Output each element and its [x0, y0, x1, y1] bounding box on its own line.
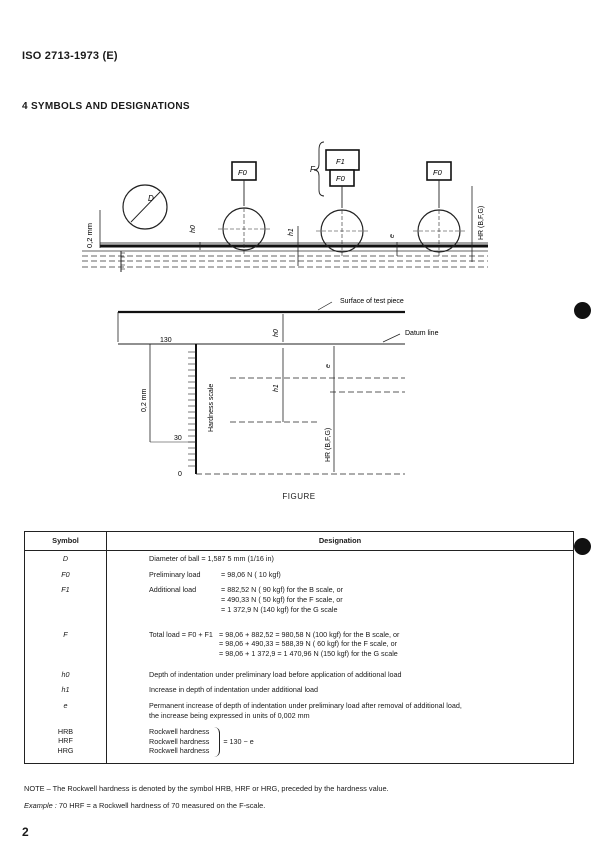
designation-cell: Diameter of ball = 1,587 5 mm (1/16 in) — [106, 550, 574, 567]
symbol-cell: D — [24, 550, 107, 567]
h1-scale-label: h1 — [273, 384, 280, 392]
value-30: 30 — [174, 435, 182, 442]
force1-label: F1 — [336, 157, 345, 166]
row-text-line: Rockwell hardness — [149, 727, 210, 737]
table-note: NOTE – The Rockwell hardness is denoted … — [24, 784, 389, 793]
row-value: = 98,06 N ( 10 kgf) — [221, 569, 281, 579]
symbol-hrg: HRG — [57, 746, 74, 756]
force0-label-3: F0 — [433, 168, 443, 177]
row-text-line: Permanent increase of depth of indentati… — [149, 701, 462, 711]
brace-icon — [213, 726, 221, 757]
symbol-cell: F — [24, 617, 107, 662]
designation-cell: Total load = F0 + F1 = 98,06 + 882,52 = … — [106, 617, 574, 662]
row-text-line: Rockwell hardness — [149, 736, 210, 746]
col-designation: Designation — [106, 531, 574, 551]
force0-label: F0 — [238, 168, 248, 177]
h1-label: h1 — [288, 228, 295, 236]
designation-cell: Depth of indentation under preliminary l… — [106, 661, 574, 683]
row-value: = 490,33 N ( 50 kgf) for the F scale, or — [221, 595, 343, 605]
hr-scale-label: HR (B,F,G) — [325, 428, 332, 462]
value-0: 0 — [178, 471, 182, 478]
symbol-cell: h0 — [24, 661, 107, 683]
h0-scale-label: h0 — [273, 329, 280, 337]
section-heading: 4 SYMBOLS AND DESIGNATIONS — [22, 101, 190, 112]
row-value: = 98,06 + 490,33 = 588,39 N ( 60 kgf) fo… — [219, 639, 397, 649]
symbol-cell: e — [24, 698, 107, 724]
designation-cell: Preliminary load = 98,06 N ( 10 kgf) — [106, 566, 574, 583]
h0-label: h0 — [190, 225, 197, 233]
figure-caption: FIGURE — [282, 492, 316, 501]
table-header-row: Symbol Designation — [24, 531, 574, 551]
symbol-hrf: HRF — [58, 736, 73, 746]
row-label: Total load = F0 + F1 — [149, 629, 213, 639]
row-text-line: the increase being expressed in units of… — [149, 710, 310, 720]
table-row: HRB HRF HRG Rockwell hardness Rockwell h… — [24, 723, 574, 764]
example-label: Example : — [24, 801, 57, 810]
designation-cell: Additional load = 882,52 N ( 90 kgf) for… — [106, 582, 574, 618]
hardness-scale-label: Hardness scale — [208, 384, 215, 432]
table-row: h0 Depth of indentation under preliminar… — [24, 661, 574, 683]
row-label: Preliminary load — [149, 569, 201, 579]
table-row: F Total load = F0 + F1 = 98,06 + 882,52 … — [24, 617, 574, 662]
ball-diameter-label: D — [148, 194, 154, 203]
hardness-formula: = 130 − e — [223, 736, 254, 746]
value-130: 130 — [160, 337, 172, 344]
symbol-cell: HRB HRF HRG — [24, 723, 107, 764]
table-row: D Diameter of ball = 1,587 5 mm (1/16 in… — [24, 550, 574, 567]
datum-label: Datum line — [405, 330, 439, 337]
example-line: Example : 70 HRF = a Rockwell hardness o… — [24, 801, 265, 810]
symbol-cell: F1 — [24, 582, 107, 618]
row-value: = 1 372,9 N (140 kgf) for the G scale — [221, 604, 338, 614]
hr-label: HR (B,F,G) — [478, 206, 485, 240]
table-row: F1 Additional load = 882,52 N ( 90 kgf) … — [24, 582, 574, 618]
designation-cell: Rockwell hardness Rockwell hardness Rock… — [106, 723, 574, 764]
symbol-cell: h1 — [24, 682, 107, 699]
col-symbol: Symbol — [24, 531, 107, 551]
document-header: ISO 2713-1973 (E) — [22, 50, 118, 62]
total-force-label: F — [310, 165, 316, 174]
hardness-scale-diagram: Surface of test piece Datum line 130 0,2… — [117, 298, 439, 478]
symbols-table: Symbol Designation D Diameter of ball = … — [24, 531, 574, 764]
table-row: e Permanent increase of depth of indenta… — [24, 698, 574, 724]
row-value: = 98,06 + 882,52 = 980,58 N (100 kgf) fo… — [219, 629, 400, 639]
punch-hole-icon — [574, 302, 591, 319]
e-label: e — [389, 234, 396, 238]
row-value: = 882,52 N ( 90 kgf) for the B scale, or — [221, 585, 344, 595]
surface-label: Surface of test piece — [340, 298, 404, 305]
e-scale-label: e — [325, 364, 332, 368]
page-number: 2 — [22, 825, 29, 839]
designation-cell: Increase in depth of indentation under a… — [106, 682, 574, 699]
example-text: 70 HRF = a Rockwell hardness of 70 measu… — [56, 801, 266, 810]
depth-dim-label: 0,2 mm — [85, 223, 94, 248]
designation-cell: Permanent increase of depth of indentati… — [106, 698, 574, 724]
symbol-cell: F0 — [24, 566, 107, 583]
scale-dim-label: 0,2 mm — [141, 388, 148, 412]
table-row: F0 Preliminary load = 98,06 N ( 10 kgf) — [24, 566, 574, 583]
row-label: Additional load — [149, 585, 197, 595]
row-text-line: Rockwell hardness — [149, 746, 210, 756]
row-value: = 98,06 + 1 372,9 = 1 470,96 N (150 kgf)… — [219, 649, 398, 659]
table-row: h1 Increase in depth of indentation unde… — [24, 682, 574, 699]
symbol-hrb: HRB — [57, 726, 74, 736]
force0-label-2: F0 — [336, 174, 346, 183]
indentation-diagram: D 0,2 mm F0 h0 F F1 F0 h1 F0 e HR (B,F,G… — [82, 141, 488, 272]
punch-hole-icon — [574, 538, 591, 555]
